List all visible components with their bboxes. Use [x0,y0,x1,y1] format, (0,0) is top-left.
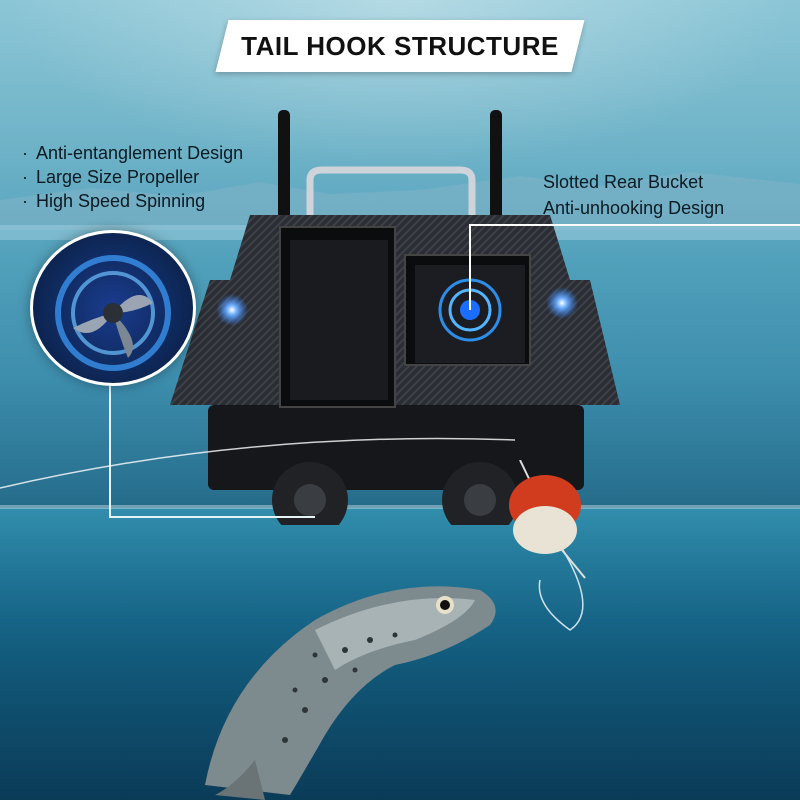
callout-line1: Slotted Rear Bucket [543,172,704,192]
antenna-right [490,110,502,220]
propeller-detail [30,230,196,386]
feature-item: · Large Size Propeller [22,165,243,189]
trout-fish [205,586,496,800]
callout-line2: Anti-unhooking Design [543,198,725,218]
bullet-icon: · [22,142,28,163]
page-title: TAIL HOOK STRUCTURE [241,31,559,61]
feature-list: · Anti-entanglement Design · Large Size … [22,141,243,213]
bait-boat [170,110,620,525]
bobber [509,460,586,579]
handle [306,166,476,225]
rear-bucket-callout: Slotted Rear Bucket Anti-unhooking Desig… [543,169,724,221]
bullet-icon: · [22,190,28,211]
feature-label: Anti-entanglement Design [36,142,244,163]
water-line [0,505,800,509]
feature-item: · High Speed Spinning [22,189,243,213]
feature-label: High Speed Spinning [36,190,206,211]
propeller-icon [55,255,171,371]
feature-label: Large Size Propeller [36,166,200,187]
bullet-icon: · [22,166,28,187]
feature-item: · Anti-entanglement Design [22,141,243,165]
antenna-left [278,110,290,220]
